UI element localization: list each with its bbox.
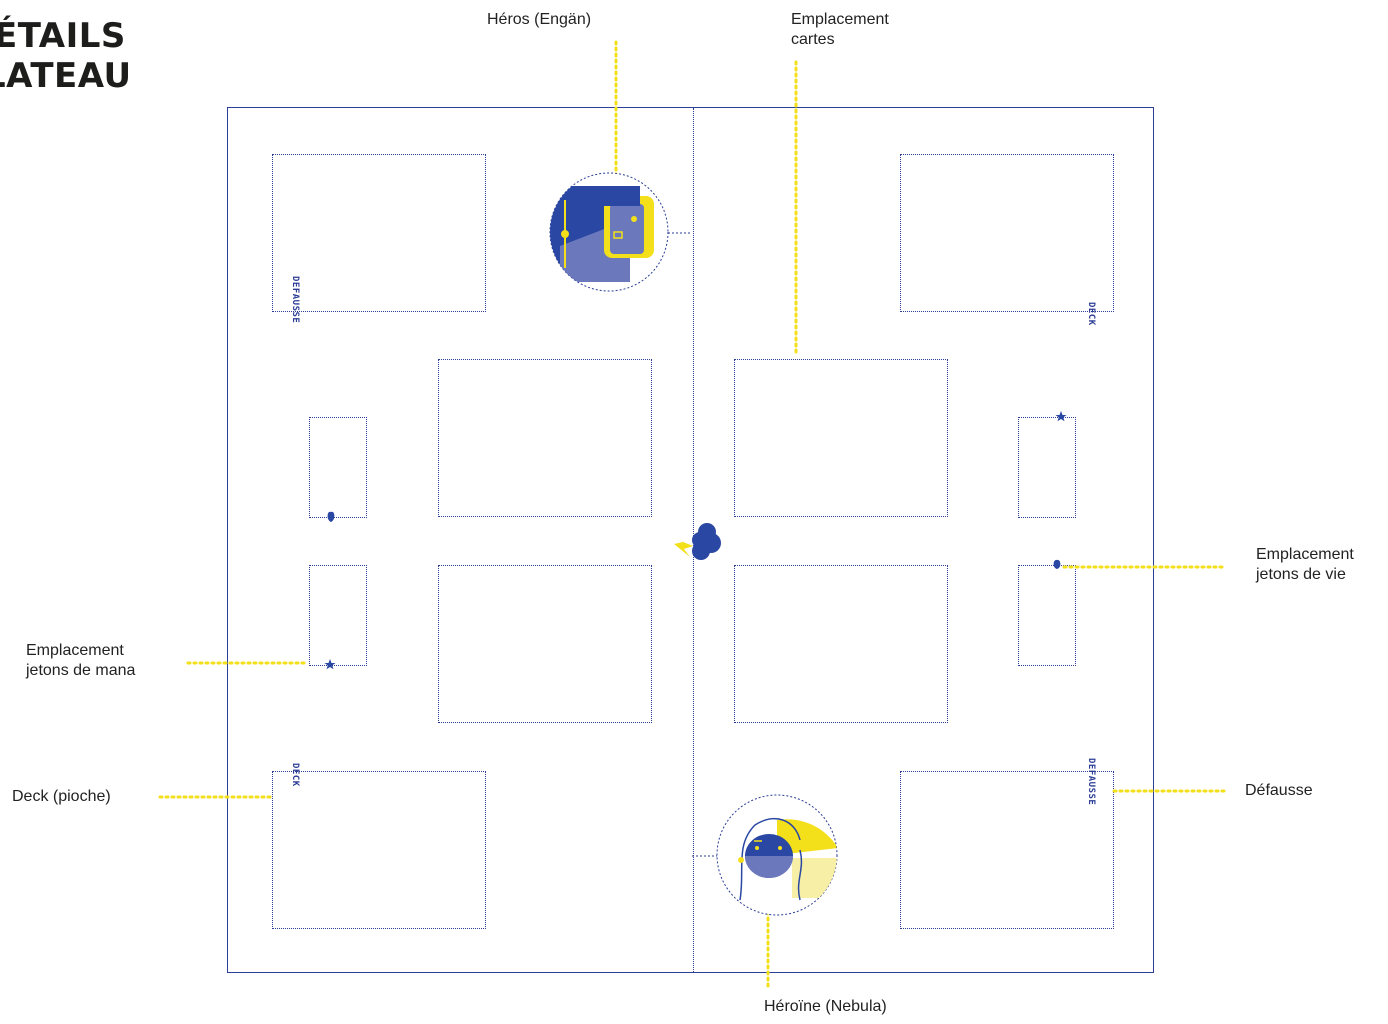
callout-discard: Défausse (1245, 781, 1313, 801)
callout-mana-line-1: Emplacement (26, 641, 135, 661)
callout-deck: Deck (pioche) (12, 787, 111, 807)
heart-icon-right (1054, 560, 1061, 569)
callout-life-line-1: Emplacement (1256, 545, 1354, 565)
callout-life-tokens: Emplacement jetons de vie (1256, 545, 1354, 585)
star-icon-right (1056, 411, 1067, 421)
heart-icon-left (328, 512, 335, 522)
callout-card-slot-line-1: Emplacement (791, 10, 889, 30)
callout-hero: Héros (Engän) (487, 10, 591, 30)
heroine-nebula-portrait-icon (717, 795, 842, 915)
callout-card-slot: Emplacement cartes (791, 10, 889, 50)
callout-life-line-2: jetons de vie (1256, 565, 1354, 585)
callout-card-slot-line-2: cartes (791, 30, 889, 50)
callout-mana-tokens: Emplacement jetons de mana (26, 641, 135, 681)
hero-engan-portrait-icon (548, 173, 668, 291)
callout-heroine: Héroïne (Nebula) (764, 997, 887, 1017)
callout-mana-line-2: jetons de mana (26, 661, 135, 681)
star-icon-left (325, 659, 336, 669)
clash-cloud-icon (671, 523, 721, 560)
